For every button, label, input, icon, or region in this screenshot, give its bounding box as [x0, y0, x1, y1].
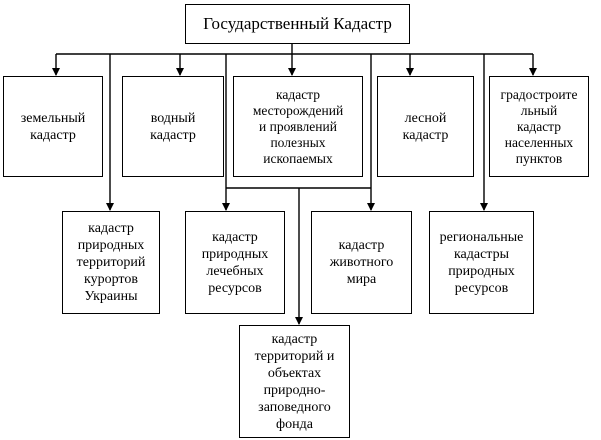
- box-zemelny-kadastr: земельный кадастр: [3, 76, 103, 177]
- box-zhivotnogo-kadastr: кадастр животного мира: [311, 211, 412, 314]
- box-label: земельный кадастр: [20, 110, 86, 143]
- root-box: Государственный Кадастр: [185, 4, 410, 44]
- box-kurortov-kadastr: кадастр природных территорий курортов Ук…: [62, 211, 160, 314]
- box-regionalnye-kadastry: региональные кадастры природных ресурсов: [429, 211, 534, 314]
- box-zapovednogo-fonda-kadastr: кадастр территорий и объектах природно- …: [239, 325, 350, 438]
- box-lesnoy-kadastr: лесной кадастр: [377, 76, 474, 177]
- box-label: кадастр территорий и объектах природно- …: [254, 331, 335, 432]
- box-label: лесной кадастр: [402, 110, 449, 143]
- root-label: Государственный Кадастр: [203, 14, 392, 33]
- box-label: кадастр животного мира: [329, 238, 394, 287]
- box-label: кадастр природных территорий курортов Ук…: [76, 221, 146, 304]
- box-vodny-kadastr: водный кадастр: [122, 76, 224, 177]
- box-label: водный кадастр: [150, 110, 196, 143]
- box-label: кадастр природных лечебных ресурсов: [201, 229, 269, 296]
- box-gradostroitelny-kadastr: градостроите льный кадастр населенных пу…: [489, 76, 589, 177]
- box-label: градостроите льный кадастр населенных пу…: [500, 86, 578, 166]
- box-mestorozhdeniy-kadastr: кадастр месторождений и проявлений полез…: [233, 76, 363, 177]
- box-label: кадастр месторождений и проявлений полез…: [252, 86, 344, 166]
- box-label: региональные кадастры природных ресурсов: [439, 229, 524, 296]
- box-lechebnykh-kadastr: кадастр природных лечебных ресурсов: [185, 211, 285, 314]
